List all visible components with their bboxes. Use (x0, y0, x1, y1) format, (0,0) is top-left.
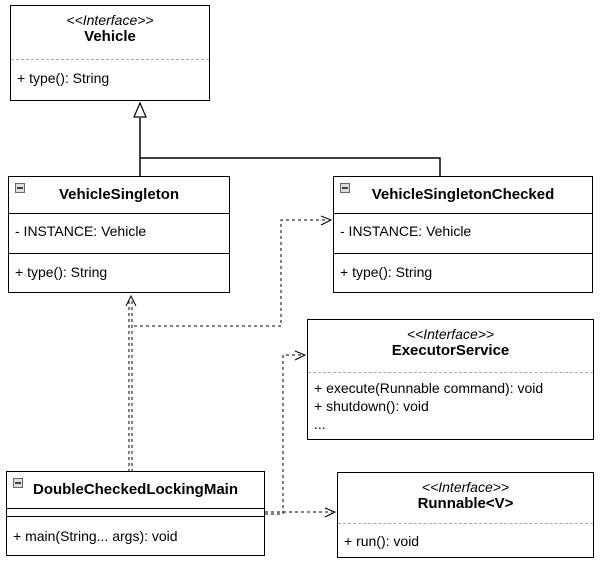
class-name: DoubleCheckedLockingMain (32, 481, 239, 498)
class-header: VehicleSingletonChecked (334, 177, 592, 213)
operations-section: + type(): String (9, 253, 229, 292)
attributes-section: - INSTANCE: Vehicle (9, 213, 229, 253)
open-arrowhead-icon (324, 507, 337, 518)
class-box-vehiclesingletonchecked[interactable]: VehicleSingletonChecked - INSTANCE: Vehi… (333, 176, 593, 293)
class-box-vehiclesingleton[interactable]: VehicleSingleton - INSTANCE: Vehicle + t… (8, 176, 230, 293)
operations-section: + type(): String (334, 253, 592, 292)
operation: + type(): String (15, 264, 108, 280)
operation: + execute(Runnable command): void (314, 380, 544, 396)
class-box-vehicle[interactable]: <<Interface>> Vehicle + type(): String (10, 5, 210, 101)
class-header: <<Interface>> Vehicle (11, 6, 209, 59)
operation: + type(): String (340, 264, 433, 280)
operations-section: + type(): String (11, 59, 209, 100)
class-box-executorservice[interactable]: <<Interface>> ExecutorService + execute(… (307, 319, 594, 440)
operation: ... (314, 416, 326, 432)
open-arrowhead-icon (320, 215, 333, 226)
operations-section: + execute(Runnable command): void + shut… (308, 372, 593, 439)
class-header: DoubleCheckedLockingMain (7, 472, 264, 508)
stereotype-label: <<Interface>> (406, 326, 495, 342)
attributes-section: - INSTANCE: Vehicle (334, 213, 592, 253)
collapse-icon[interactable] (15, 183, 25, 193)
attributes-section (7, 508, 264, 516)
class-name: Runnable<V> (417, 495, 514, 512)
operation: + run(): void (344, 533, 420, 549)
open-arrowhead-icon (125, 294, 137, 307)
realization-line-vehiclesingletonchecked (140, 157, 441, 178)
operations-section: + run(): void (338, 523, 593, 557)
class-name: VehicleSingletonChecked (371, 186, 555, 203)
operation: + shutdown(): void (314, 398, 429, 414)
operation: + type(): String (17, 70, 110, 86)
attribute: - INSTANCE: Vehicle (15, 223, 147, 239)
dependency-line-main-to-vehiclesingletonchecked (134, 219, 328, 327)
open-arrowhead-icon (294, 350, 307, 361)
class-header: <<Interface>> ExecutorService (308, 320, 593, 372)
class-header: <<Interface>> Runnable<V> (338, 473, 593, 523)
class-name: Vehicle (84, 28, 136, 45)
class-name: ExecutorService (391, 342, 510, 359)
class-name: VehicleSingleton (58, 186, 180, 203)
class-box-runnable[interactable]: <<Interface>> Runnable<V> + run(): void (337, 472, 594, 558)
operations-section: + main(String... args): void (7, 516, 264, 555)
dependency-line-main-to-executorservice (265, 354, 302, 515)
operation: + main(String... args): void (13, 528, 178, 544)
realization-arrowhead-icon (133, 101, 147, 118)
attribute: - INSTANCE: Vehicle (340, 223, 472, 239)
collapse-icon[interactable] (340, 183, 350, 193)
collapse-icon[interactable] (13, 478, 23, 488)
class-header: VehicleSingleton (9, 177, 229, 213)
stereotype-label: <<Interface>> (421, 479, 510, 495)
stereotype-label: <<Interface>> (66, 12, 154, 28)
class-box-doublecheckedlockingmain[interactable]: DoubleCheckedLockingMain + main(String..… (6, 471, 265, 556)
